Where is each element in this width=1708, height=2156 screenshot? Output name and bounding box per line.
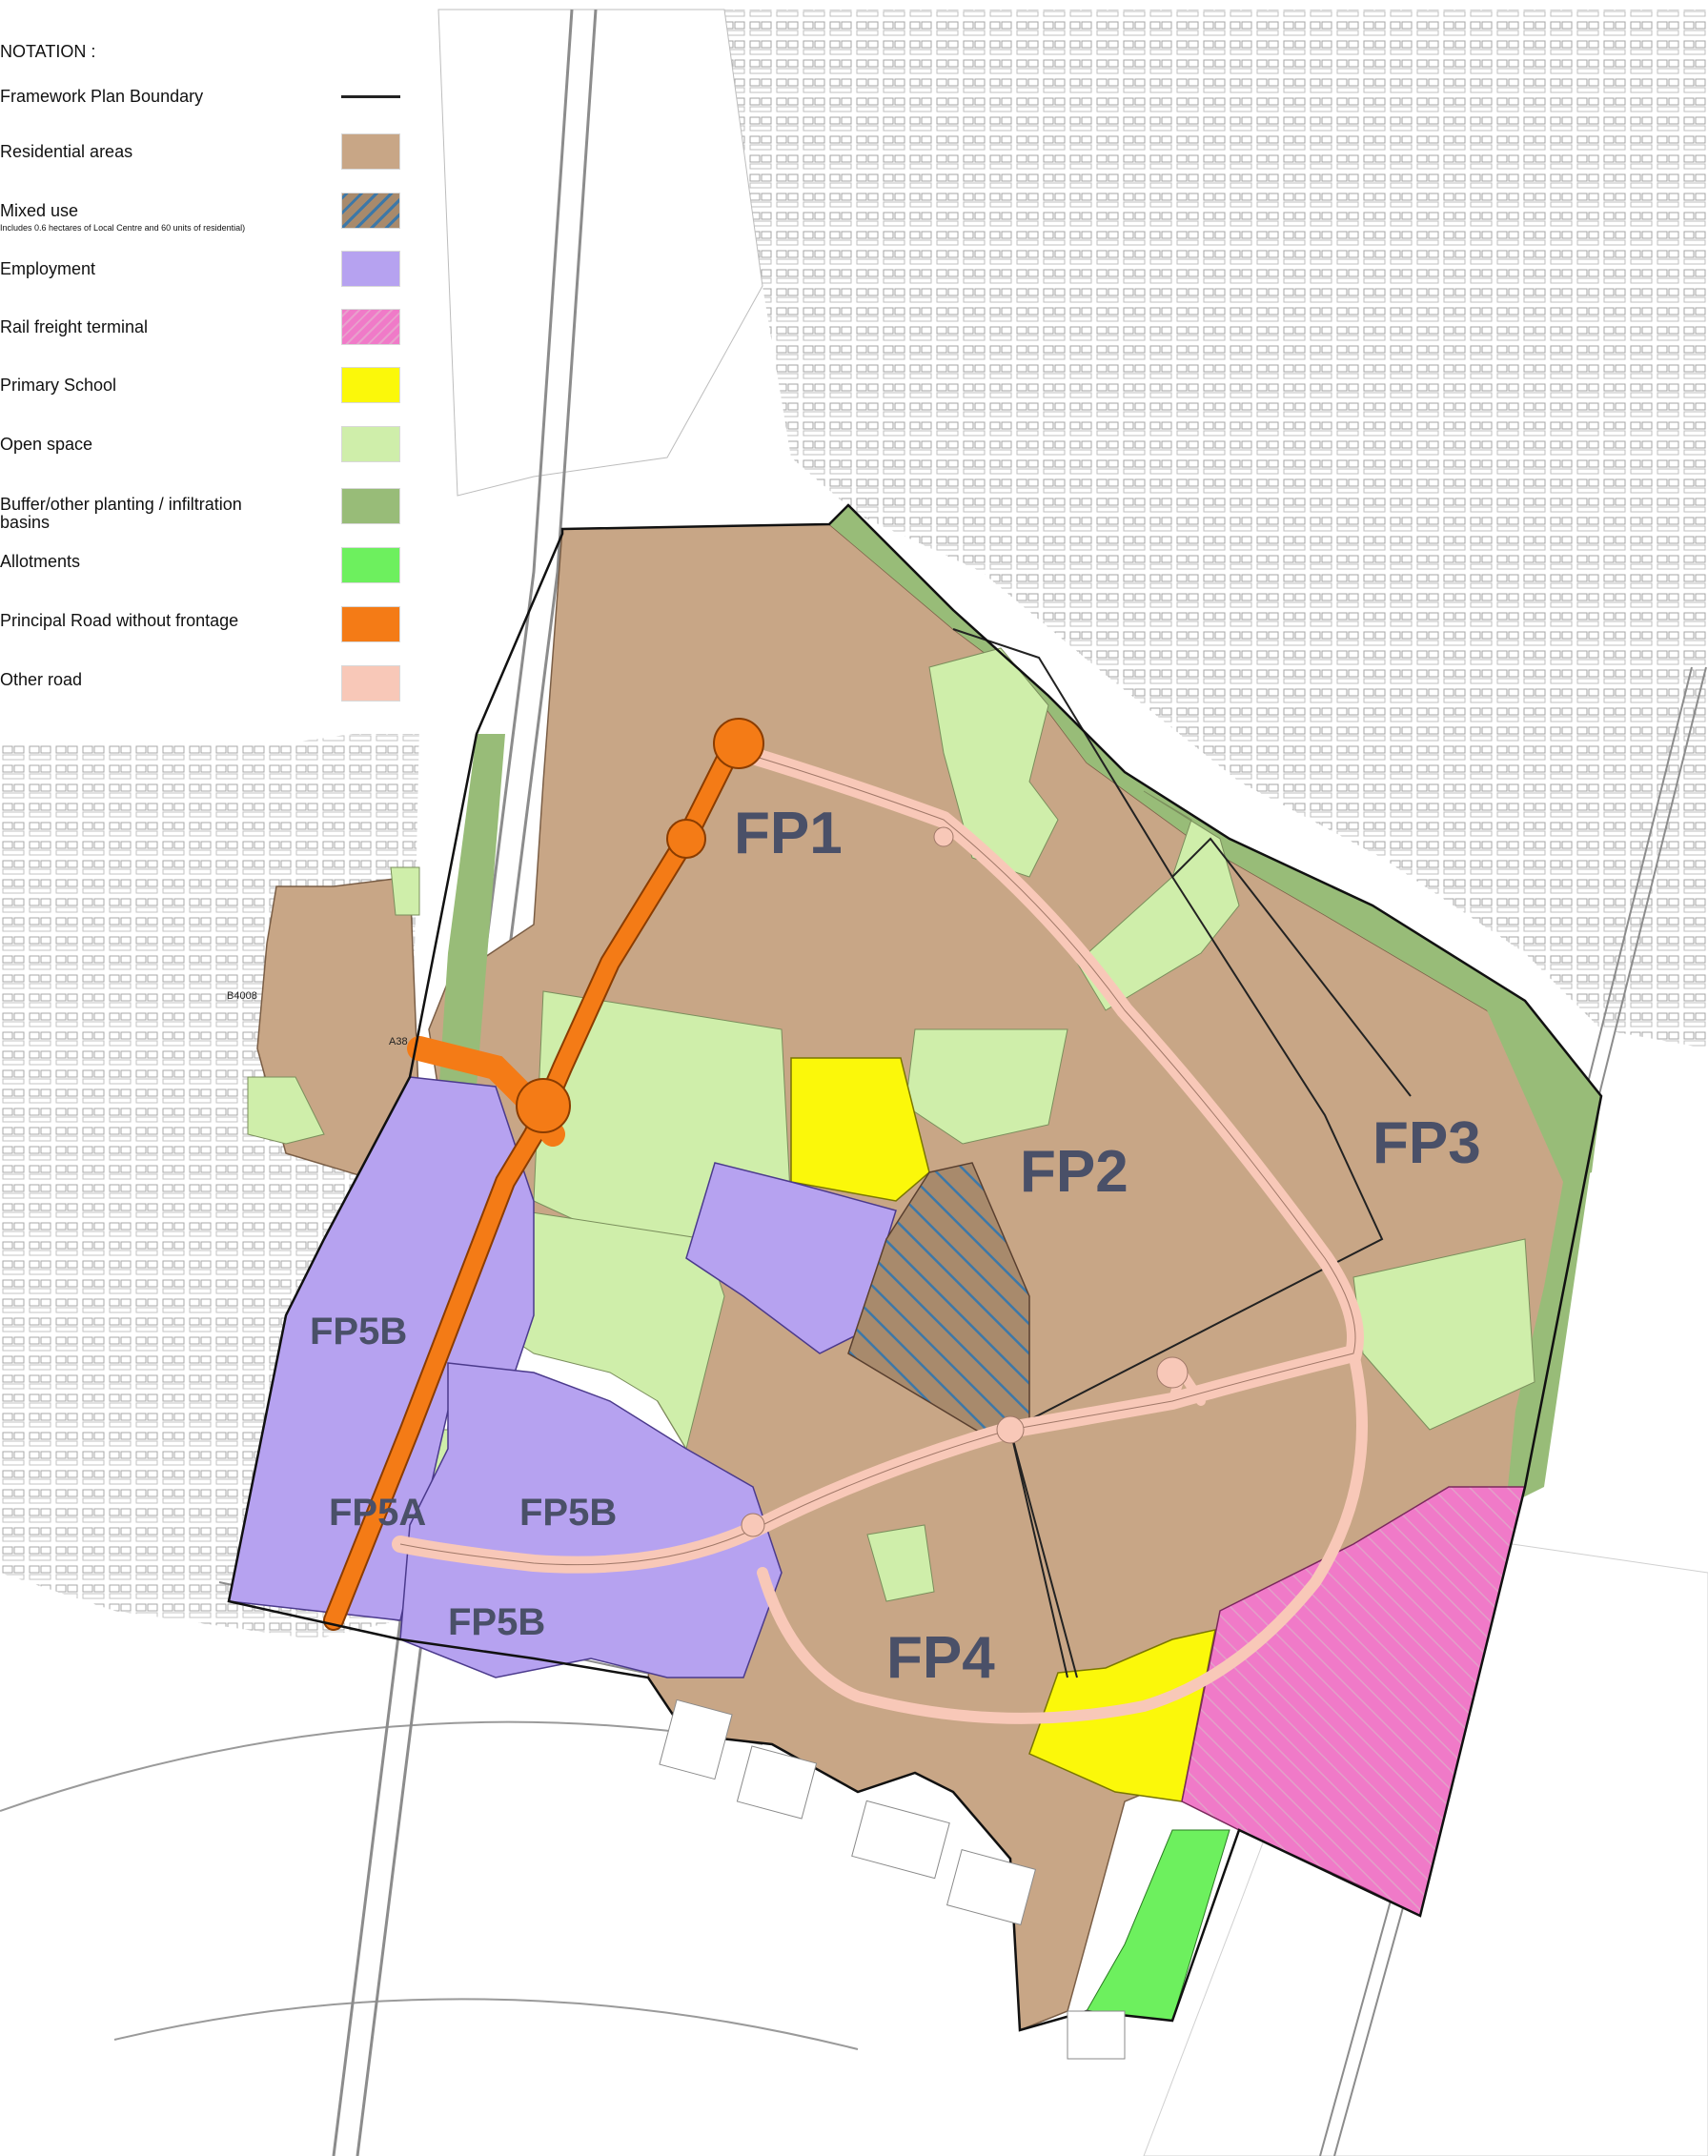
buffer-planting-west	[438, 734, 505, 1096]
legend-label: Mixed use	[0, 201, 79, 220]
primary-school-swatch	[341, 367, 400, 403]
legend-label: Primary School	[0, 376, 117, 395]
road-label-a38: A38	[389, 1036, 408, 1047]
legend-title: NOTATION :	[0, 42, 96, 61]
residential-swatch	[341, 133, 400, 170]
other-road-edges	[399, 752, 1356, 1566]
area-label-fp4: FP4	[886, 1625, 995, 1691]
road-label-b4008: B4008	[227, 990, 257, 1002]
area-label-fp5b-south: FP5B	[448, 1601, 545, 1643]
area-label-fp5b-centre: FP5B	[519, 1492, 617, 1534]
area-label-fp5a: FP5A	[329, 1492, 426, 1534]
legend-label: Framework Plan Boundary	[0, 87, 204, 106]
legend-label: Rail freight terminal	[0, 317, 149, 336]
land-use-areas	[228, 505, 1601, 2032]
legend-note: Includes 0.6 hectares of Local Centre an…	[0, 223, 246, 233]
principal-road-swatch	[341, 606, 400, 642]
roundabouts	[741, 826, 1189, 1537]
legend-label: Buffer/other planting / infiltration bas…	[0, 495, 242, 532]
legend-item-boundary: Framework Plan Boundary	[0, 88, 431, 130]
legend-item-residential: Residential areas	[0, 133, 431, 185]
legend-label: Residential areas	[0, 142, 133, 161]
area-label-fp3: FP3	[1372, 1110, 1481, 1176]
legend-panel: NOTATION : Framework Plan Boundary Resid…	[0, 0, 431, 734]
area-label-fp2: FP2	[1020, 1139, 1128, 1205]
legend-item-other-road: Other road	[0, 665, 431, 713]
boundary-line-swatch	[341, 95, 400, 98]
primary-school	[790, 1057, 930, 1202]
southern-housing	[659, 1698, 1126, 2060]
open-space	[866, 1524, 935, 1602]
employment-area	[685, 1162, 897, 1354]
area-label-fp1: FP1	[734, 801, 843, 866]
open-space	[1076, 790, 1240, 1011]
employment-swatch	[341, 251, 400, 287]
legend-label: Employment	[0, 259, 96, 278]
legend-item-primary-school: Primary School	[0, 367, 431, 418]
area-label-fp5b-west: FP5B	[310, 1311, 407, 1353]
legend-item-allotments: Allotments	[0, 547, 431, 595]
open-space-west	[390, 866, 420, 916]
legend-label: Open space	[0, 435, 93, 454]
legend-item-principal-road: Principal Road without frontage	[0, 606, 431, 654]
legend-label: Allotments	[0, 552, 81, 571]
legend-item-open-space: Open space	[0, 426, 431, 478]
principal-road	[323, 718, 764, 1631]
buffer-swatch	[341, 488, 400, 524]
buffer-planting-east	[1506, 1096, 1601, 1506]
legend-item-mixed-use: Mixed use Includes 0.6 hectares of Local…	[0, 193, 431, 244]
mixed-use-swatch	[341, 193, 400, 229]
open-space-west	[247, 1076, 325, 1145]
site-boundary	[227, 503, 1603, 2032]
other-road-swatch	[341, 665, 400, 702]
legend-label: Other road	[0, 670, 83, 689]
legend-item-rail-freight: Rail freight terminal	[0, 309, 431, 360]
rail-freight-swatch	[341, 309, 400, 345]
legend-item-employment: Employment	[0, 251, 431, 302]
allotments-swatch	[341, 547, 400, 583]
legend-item-buffer: Buffer/other planting / infiltration bas…	[0, 488, 431, 538]
legend-label: Principal Road without frontage	[0, 611, 239, 630]
open-space-swatch	[341, 426, 400, 462]
